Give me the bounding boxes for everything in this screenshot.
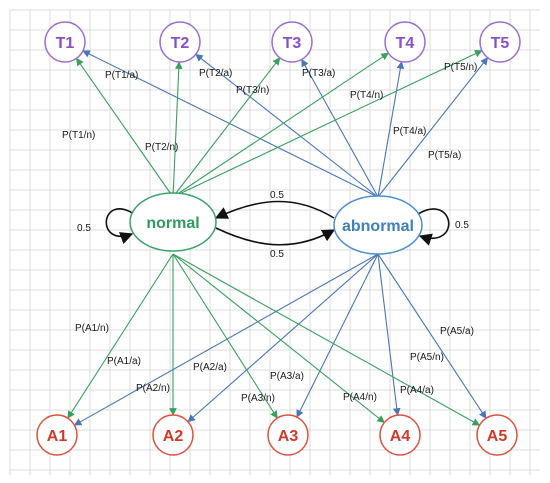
edge-normal-to-t3 — [172, 57, 281, 198]
emission-label-a2-a: P(A2/a) — [193, 362, 227, 373]
edge-labels: P(T1/n) P(T1/a) P(T2/n) P(T2/a) P(T3/n) P(T3/… — [62, 62, 477, 404]
emission-edges — [67, 50, 489, 426]
transition-label-normal-self: 0.5 — [77, 223, 91, 234]
emission-label-t4-a: P(T4/a) — [393, 126, 426, 137]
top-node-circle — [479, 21, 521, 63]
emission-label-a5-a: P(A5/a) — [440, 326, 474, 337]
abnormal-ellipse — [333, 195, 423, 255]
normal-label: normal — [146, 215, 199, 232]
emission-label-t2-n: P(T2/n) — [145, 142, 178, 153]
state-transitions — [105, 200, 450, 246]
emission-label-a1-a: P(A1/a) — [107, 356, 141, 367]
top-node-label: T1 — [56, 35, 75, 52]
edge-abnormal-to-a1 — [73, 253, 379, 426]
top-node-circle — [44, 21, 86, 63]
abnormal-label: abnormal — [342, 218, 414, 235]
background-grid — [9, 9, 540, 475]
edge-abnormal-to-t2 — [195, 53, 379, 198]
top-node-label: T5 — [491, 35, 510, 52]
edge-abnormal-to-t5 — [377, 57, 489, 198]
bottom-node-circle — [476, 414, 518, 456]
emission-label-t1-n: P(T1/n) — [62, 130, 95, 141]
transition-label-abnormal-self: 0.5 — [455, 220, 469, 231]
bottom-node-circle — [267, 414, 309, 456]
bottom-node-label: A1 — [47, 428, 68, 445]
top-node-t1: T1 — [44, 21, 86, 63]
bottom-node-label: A5 — [487, 428, 508, 445]
edge-normal-to-t4 — [172, 52, 390, 198]
bottom-node-label: A4 — [390, 428, 411, 445]
top-node-circle — [384, 21, 426, 63]
bottom-node-a1: A1 — [36, 414, 78, 456]
bottom-node-a3: A3 — [267, 414, 309, 456]
transition-label-abnormal-to-normal: 0.5 — [270, 190, 284, 201]
bottom-node-a5: A5 — [476, 414, 518, 456]
emission-label-t3-a: P(T3/a) — [302, 68, 335, 79]
edge-normal-to-a4 — [172, 253, 385, 424]
emission-label-a4-n: P(A4/n) — [343, 392, 377, 403]
top-node-t2: T2 — [159, 21, 201, 63]
emission-label-t4-n: P(T4/n) — [350, 90, 383, 101]
emission-label-t2-a: P(T2/a) — [199, 68, 232, 79]
bottom-node-circle — [36, 414, 78, 456]
edge-abnormal-to-a5 — [377, 253, 487, 419]
top-node-t4: T4 — [384, 21, 426, 63]
bottom-node-label: A2 — [163, 428, 184, 445]
bottom-node-circle — [379, 414, 421, 456]
bottom-node-label: A3 — [278, 428, 299, 445]
edge-abnormal-to-a2 — [187, 253, 379, 423]
edge-normal-to-t1 — [75, 57, 174, 198]
emission-label-t5-a: P(T5/a) — [428, 150, 461, 161]
edge-normal-to-a3 — [172, 253, 278, 419]
normal-self-loop — [105, 208, 135, 245]
state-normal: normal — [129, 192, 217, 252]
abnormal-to-normal-transition — [214, 200, 335, 219]
top-node-t3: T3 — [271, 21, 313, 63]
edge-abnormal-to-t3 — [301, 58, 379, 198]
bottom-node-a4: A4 — [379, 414, 421, 456]
emission-label-a5-n: P(A5/n) — [410, 352, 444, 363]
emission-label-t5-n: P(T5/n) — [444, 62, 477, 73]
top-node-circle — [159, 21, 201, 63]
edge-abnormal-to-t1 — [82, 50, 379, 198]
state-abnormal: abnormal — [333, 195, 423, 255]
edge-normal-to-t5 — [172, 50, 483, 198]
transition-label-normal-to-abnormal: 0.5 — [270, 249, 284, 260]
edge-abnormal-to-a4 — [377, 253, 401, 416]
top-node-label: T2 — [171, 35, 190, 52]
emission-label-a3-a: P(A3/a) — [270, 371, 304, 382]
top-node-t5: T5 — [479, 21, 521, 63]
emission-label-a1-n: P(A1/n) — [75, 323, 109, 334]
normal-to-abnormal-transition — [215, 227, 336, 246]
emission-label-t1-a: P(T1/a) — [105, 70, 138, 81]
emission-label-t3-n: P(T3/n) — [236, 85, 269, 96]
emission-label-a4-a: P(A4/a) — [400, 385, 434, 396]
edge-normal-to-a1 — [67, 253, 174, 419]
abnormal-self-loop — [417, 208, 450, 246]
top-node-label: T3 — [283, 35, 302, 52]
top-node-label: T4 — [396, 35, 415, 52]
bottom-node-circle — [152, 414, 194, 456]
edge-normal-to-a5 — [172, 253, 481, 426]
edge-abnormal-to-a3 — [296, 253, 379, 418]
normal-ellipse — [129, 192, 217, 252]
emission-label-a2-n: P(A2/n) — [136, 383, 170, 394]
edge-abnormal-to-t4 — [377, 60, 405, 198]
emission-label-a3-n: P(A3/n) — [241, 393, 275, 404]
edge-normal-to-t2 — [172, 61, 183, 198]
top-node-circle — [271, 21, 313, 63]
bottom-node-a2: A2 — [152, 414, 194, 456]
